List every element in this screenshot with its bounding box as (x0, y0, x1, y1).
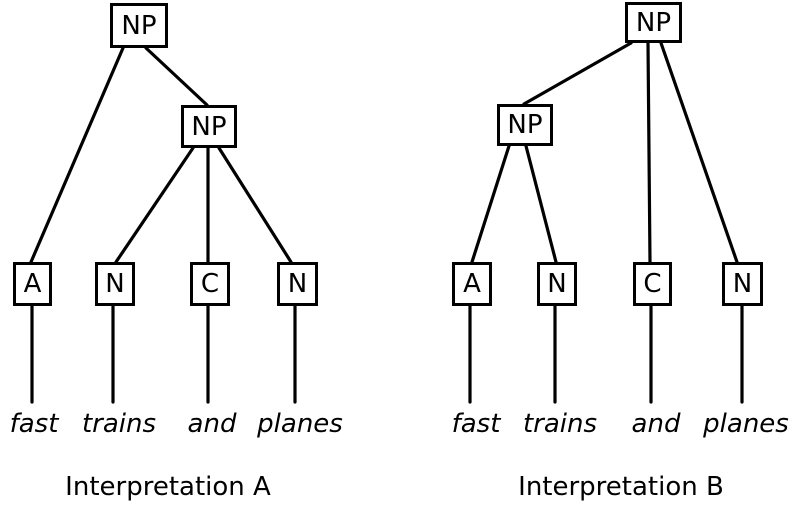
tree-b-node-adjective: A (452, 262, 492, 306)
tree-a-node-conjunction: C (190, 262, 230, 306)
tree-a-edge-np-to-n2 (217, 146, 293, 264)
tree-b-edge-np-to-a (470, 144, 511, 264)
tree-b-edge-root-to-n2 (659, 41, 739, 264)
tree-b-node-conjunction: C (633, 262, 672, 306)
tree-a-node-noun-1: N (95, 262, 135, 306)
tree-a-caption: Interpretation A (65, 472, 271, 502)
tree-b-word-and: and (631, 409, 681, 439)
tree-a-node-np-root: NP (110, 3, 168, 48)
tree-b-edge-root-to-c (646, 41, 652, 264)
tree-a-node-noun-2: N (277, 262, 318, 306)
tree-b-node-noun-1: N (537, 262, 577, 306)
tree-a-node-np-inner: NP (181, 105, 237, 148)
tree-b-word-trains: trains (522, 409, 598, 439)
tree-a-edge-root-to-np (144, 46, 209, 107)
tree-b-caption: Interpretation B (518, 472, 724, 502)
tree-a-word-and: and (187, 409, 237, 439)
tree-a-word-trains: trains (81, 409, 157, 439)
tree-a-edge-np-to-n1 (114, 146, 195, 264)
tree-b-node-noun-2: N (722, 262, 763, 306)
tree-b-node-np-root: NP (625, 2, 682, 43)
tree-b-word-fast: fast (451, 409, 501, 439)
tree-a-edge-root-to-a (29, 46, 125, 264)
tree-b-edge-root-to-np (522, 41, 633, 106)
tree-a-word-fast: fast (9, 409, 59, 439)
tree-b-word-planes: planes (703, 409, 789, 439)
tree-a-word-planes: planes (257, 409, 343, 439)
tree-a-node-adjective: A (13, 262, 52, 306)
tree-b-node-np-inner: NP (497, 104, 553, 146)
tree-b-edge-np-to-n1 (524, 144, 558, 264)
